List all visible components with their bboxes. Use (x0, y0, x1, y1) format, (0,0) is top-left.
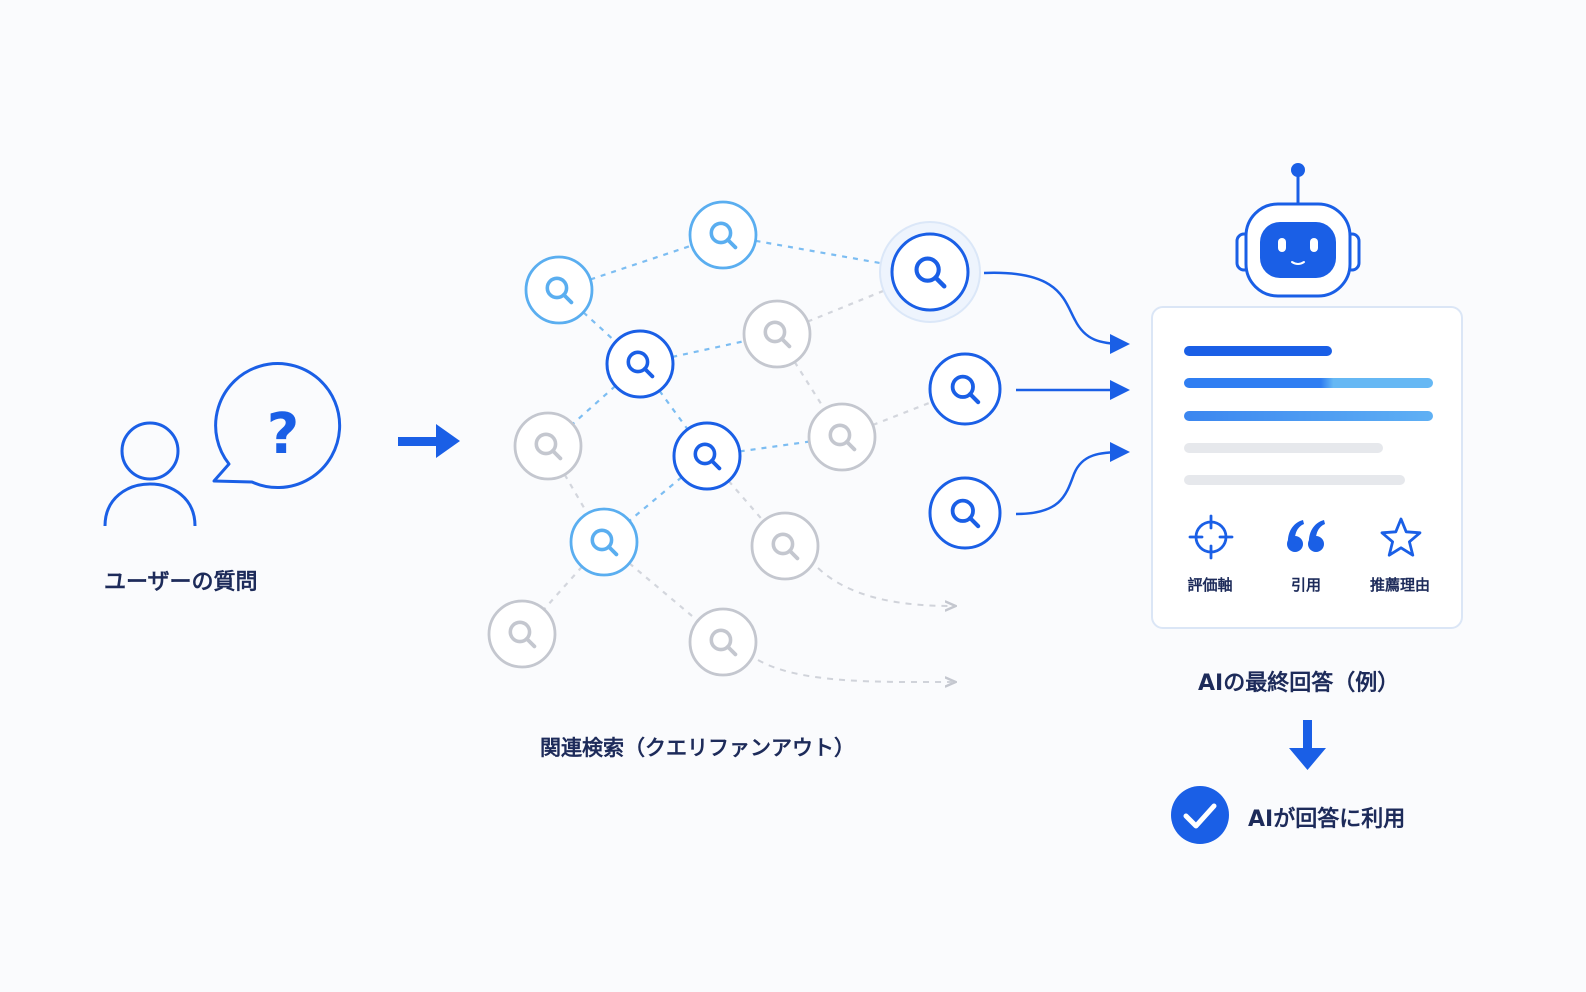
text-line-5 (1184, 475, 1405, 485)
text-line-4 (1184, 443, 1383, 453)
text-line-2 (1184, 378, 1433, 388)
used-by-ai-label: AIが回答に利用 (1248, 807, 1406, 832)
answer-card (1151, 306, 1463, 629)
text-line-1 (1184, 346, 1332, 356)
feature-label-citation: 引用 (1290, 576, 1322, 594)
search-node-icon (750, 511, 820, 581)
network-edge (639, 363, 708, 457)
search-node-icon (487, 599, 557, 669)
search-node-icon (928, 352, 1002, 426)
final-answer-label: AIの最終回答（例） (1198, 671, 1400, 696)
search-node-icon (688, 607, 758, 677)
user-question-label: ユーザーの質問 (104, 570, 258, 595)
feature-label-evaluation: 評価軸 (1187, 576, 1233, 594)
search-node-icon (605, 329, 675, 399)
right-arrow-icon (398, 424, 460, 458)
quote-icon (1287, 520, 1325, 552)
question-bubble-icon: ? (212, 362, 342, 490)
robot-icon (1235, 163, 1361, 298)
search-node-icon (569, 507, 639, 577)
target-icon (1188, 514, 1234, 560)
selected-result-arrows (983, 271, 1130, 516)
down-arrow-icon (1289, 720, 1326, 770)
search-node-icon (742, 299, 812, 369)
user-icon (103, 421, 197, 527)
star-icon (1380, 517, 1422, 557)
network-edge (722, 233, 931, 274)
fanout-label: 関連検索（クエリファンアウト） (540, 736, 855, 760)
text-line-3 (1184, 411, 1433, 421)
answer-card-content (1184, 346, 1433, 560)
search-node-icon (524, 255, 594, 325)
search-node-icon (879, 221, 981, 323)
feature-label-reason: 推薦理由 (1369, 576, 1431, 594)
svg-text:?: ? (267, 402, 299, 467)
search-node-icon (672, 421, 742, 491)
search-node-icon (807, 402, 877, 472)
search-node-icon (688, 200, 758, 270)
fanout-continuation-arrows (757, 567, 952, 682)
search-nodes (487, 200, 1002, 677)
search-node-icon (928, 476, 1002, 550)
search-node-icon (513, 411, 583, 481)
check-circle-icon (1171, 786, 1229, 844)
